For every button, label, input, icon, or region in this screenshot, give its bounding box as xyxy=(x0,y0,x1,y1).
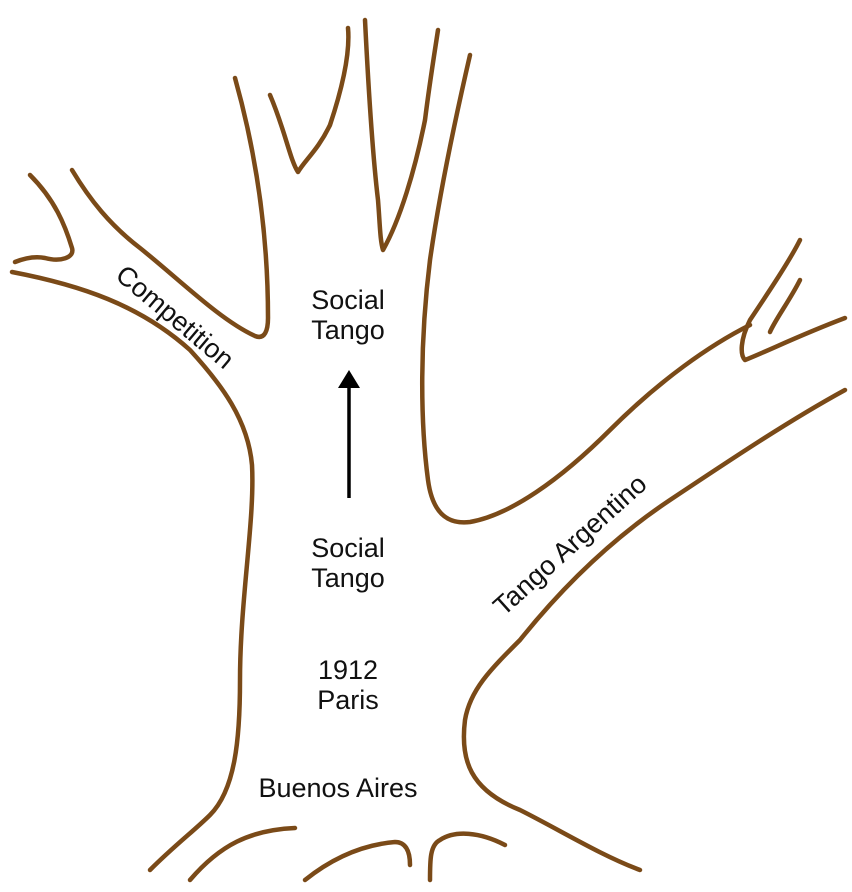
year-label: 1912 xyxy=(293,655,403,685)
year-city-label: 1912 Paris xyxy=(293,655,403,715)
top-social-tango-line-2: Tango xyxy=(293,315,403,345)
origin-text: Buenos Aires xyxy=(258,773,417,803)
trunk-right-upper xyxy=(422,55,750,522)
left-branch-twig xyxy=(15,175,72,262)
top-center-twig xyxy=(365,20,438,250)
top-social-tango-label: Social Tango xyxy=(293,285,403,345)
origin-label: Buenos Aires xyxy=(228,773,448,803)
root-center-right xyxy=(430,834,505,880)
up-arrow-head xyxy=(338,370,360,388)
root-center-left xyxy=(305,842,410,880)
top-social-tango-line-1: Social xyxy=(293,285,403,315)
right-branch-twig-mid xyxy=(770,280,800,332)
mid-social-tango-line-2: Tango xyxy=(293,563,403,593)
city-label: Paris xyxy=(293,685,403,715)
root-left xyxy=(190,828,295,880)
mid-social-tango-line-1: Social xyxy=(293,533,403,563)
mid-social-tango-label: Social Tango xyxy=(293,533,403,593)
top-left-twig xyxy=(270,28,348,172)
right-branch-twig-top xyxy=(742,240,845,360)
